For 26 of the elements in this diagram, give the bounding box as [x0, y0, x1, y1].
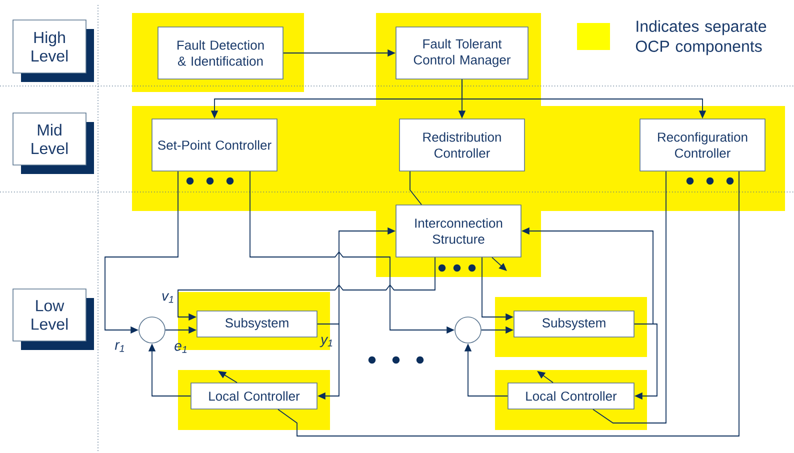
block-box: Reconfiguration Controller — [640, 118, 766, 172]
level-tab: Mid Level — [12, 112, 94, 174]
block-box: Local Controller — [190, 382, 318, 410]
block-box: Subsystem — [514, 310, 634, 338]
block-box: Fault Tolerant Control Manager — [396, 26, 528, 80]
block-box: Local Controller — [508, 382, 634, 410]
level-tab: Low Level — [12, 288, 94, 350]
block-box: Interconnection Structure — [396, 204, 522, 258]
block-box: Subsystem — [196, 310, 318, 338]
summing-junction — [454, 316, 482, 344]
block-box: Fault Detection & Identification — [158, 26, 284, 80]
arrow — [492, 256, 507, 271]
signal-label: y$_{1}$ — [320, 336, 332, 348]
arrow — [537, 371, 554, 384]
block-box: Redistribution Controller — [399, 118, 525, 172]
summing-junction — [138, 316, 166, 344]
block-box: Set-Point Controller — [152, 118, 278, 172]
connector-line — [592, 170, 666, 424]
legend-text: Indicates separate OCP components — [636, 20, 766, 56]
arrow — [634, 324, 658, 400]
connector-line — [410, 170, 422, 206]
arrow — [316, 324, 340, 400]
signal-label: v$_{1}$ — [162, 293, 174, 303]
connector-line — [278, 170, 740, 436]
level-tab: High Level — [12, 20, 94, 82]
signal-label: r$_{1}$ — [114, 342, 124, 352]
